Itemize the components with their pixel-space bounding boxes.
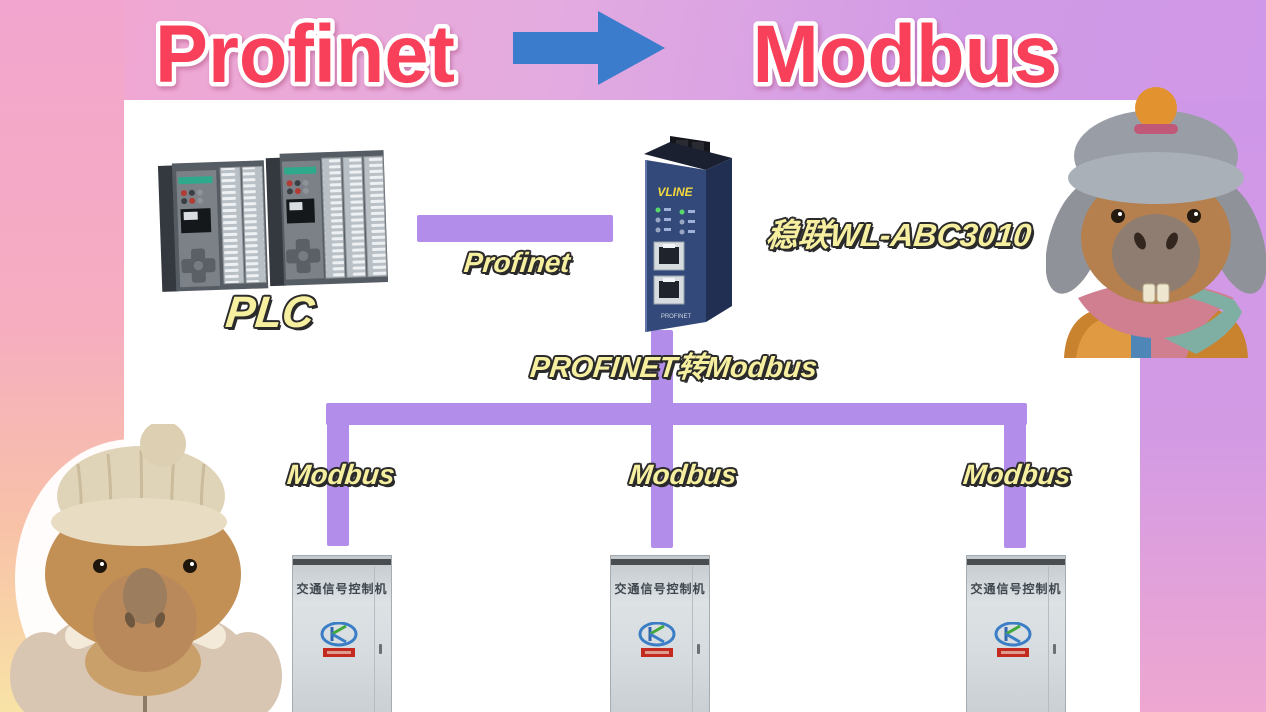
cabinet-lid [967,559,1065,565]
plc-image [158,150,388,292]
plc-label: PLC [223,288,317,337]
modbus-drop-line-right [1004,403,1026,548]
gateway-ethernet-port [653,275,685,305]
modbus-drop-line-left [327,403,349,546]
gateway-ethernet-port [653,241,685,271]
title-profinet-text: Profinet [155,9,455,100]
gateway-device-image: VLINE PROFINET [644,136,732,332]
modbus-link-label: Modbus [627,459,739,490]
profinet-link-label: Profinet [462,247,572,278]
controller-logo-icon [320,622,358,657]
cabinet-door-seam [374,566,375,712]
title-profinet: Profinet [151,5,460,105]
modbus-link-label: Modbus [285,459,397,490]
title-modbus-text: Modbus [753,9,1058,100]
traffic-signal-controller-cabinet: 交通信号控制机 [292,555,392,712]
gateway-model-label: 稳联WL-ABC3010 [764,217,1034,253]
cabinet-door-seam [1048,566,1049,712]
right-arrow-icon [513,11,665,85]
cabinet-lid [293,559,391,565]
gateway-function-label: PROFINET转Modbus [528,352,819,384]
capybara-beanie-image [10,424,282,712]
cabinet-door-seam [692,566,693,712]
controller-logo-icon [638,622,676,657]
profinet-link-line [417,215,613,242]
cabinet-handle [1053,644,1056,654]
capybara-winter-hat-image [1046,87,1266,358]
cabinet-handle [379,644,382,654]
modbus-bus-line [326,403,1027,425]
cabinet-lid [611,559,709,565]
cabinet-label: 交通信号控制机 [614,582,706,596]
gateway-led-panel [655,207,695,235]
cabinet-label: 交通信号控制机 [970,582,1062,596]
title-modbus: Modbus [748,5,1062,105]
cabinet-label: 交通信号控制机 [296,582,388,596]
gateway-drop-line [651,330,673,548]
gateway-port-text: PROFINET [661,314,692,320]
traffic-signal-controller-cabinet: 交通信号控制机 [610,555,710,712]
controller-logo-icon [994,622,1032,657]
traffic-signal-controller-cabinet: 交通信号控制机 [966,555,1066,712]
modbus-link-label: Modbus [961,459,1073,490]
gateway-brand-text: VLINE [657,185,693,199]
cabinet-handle [697,644,700,654]
